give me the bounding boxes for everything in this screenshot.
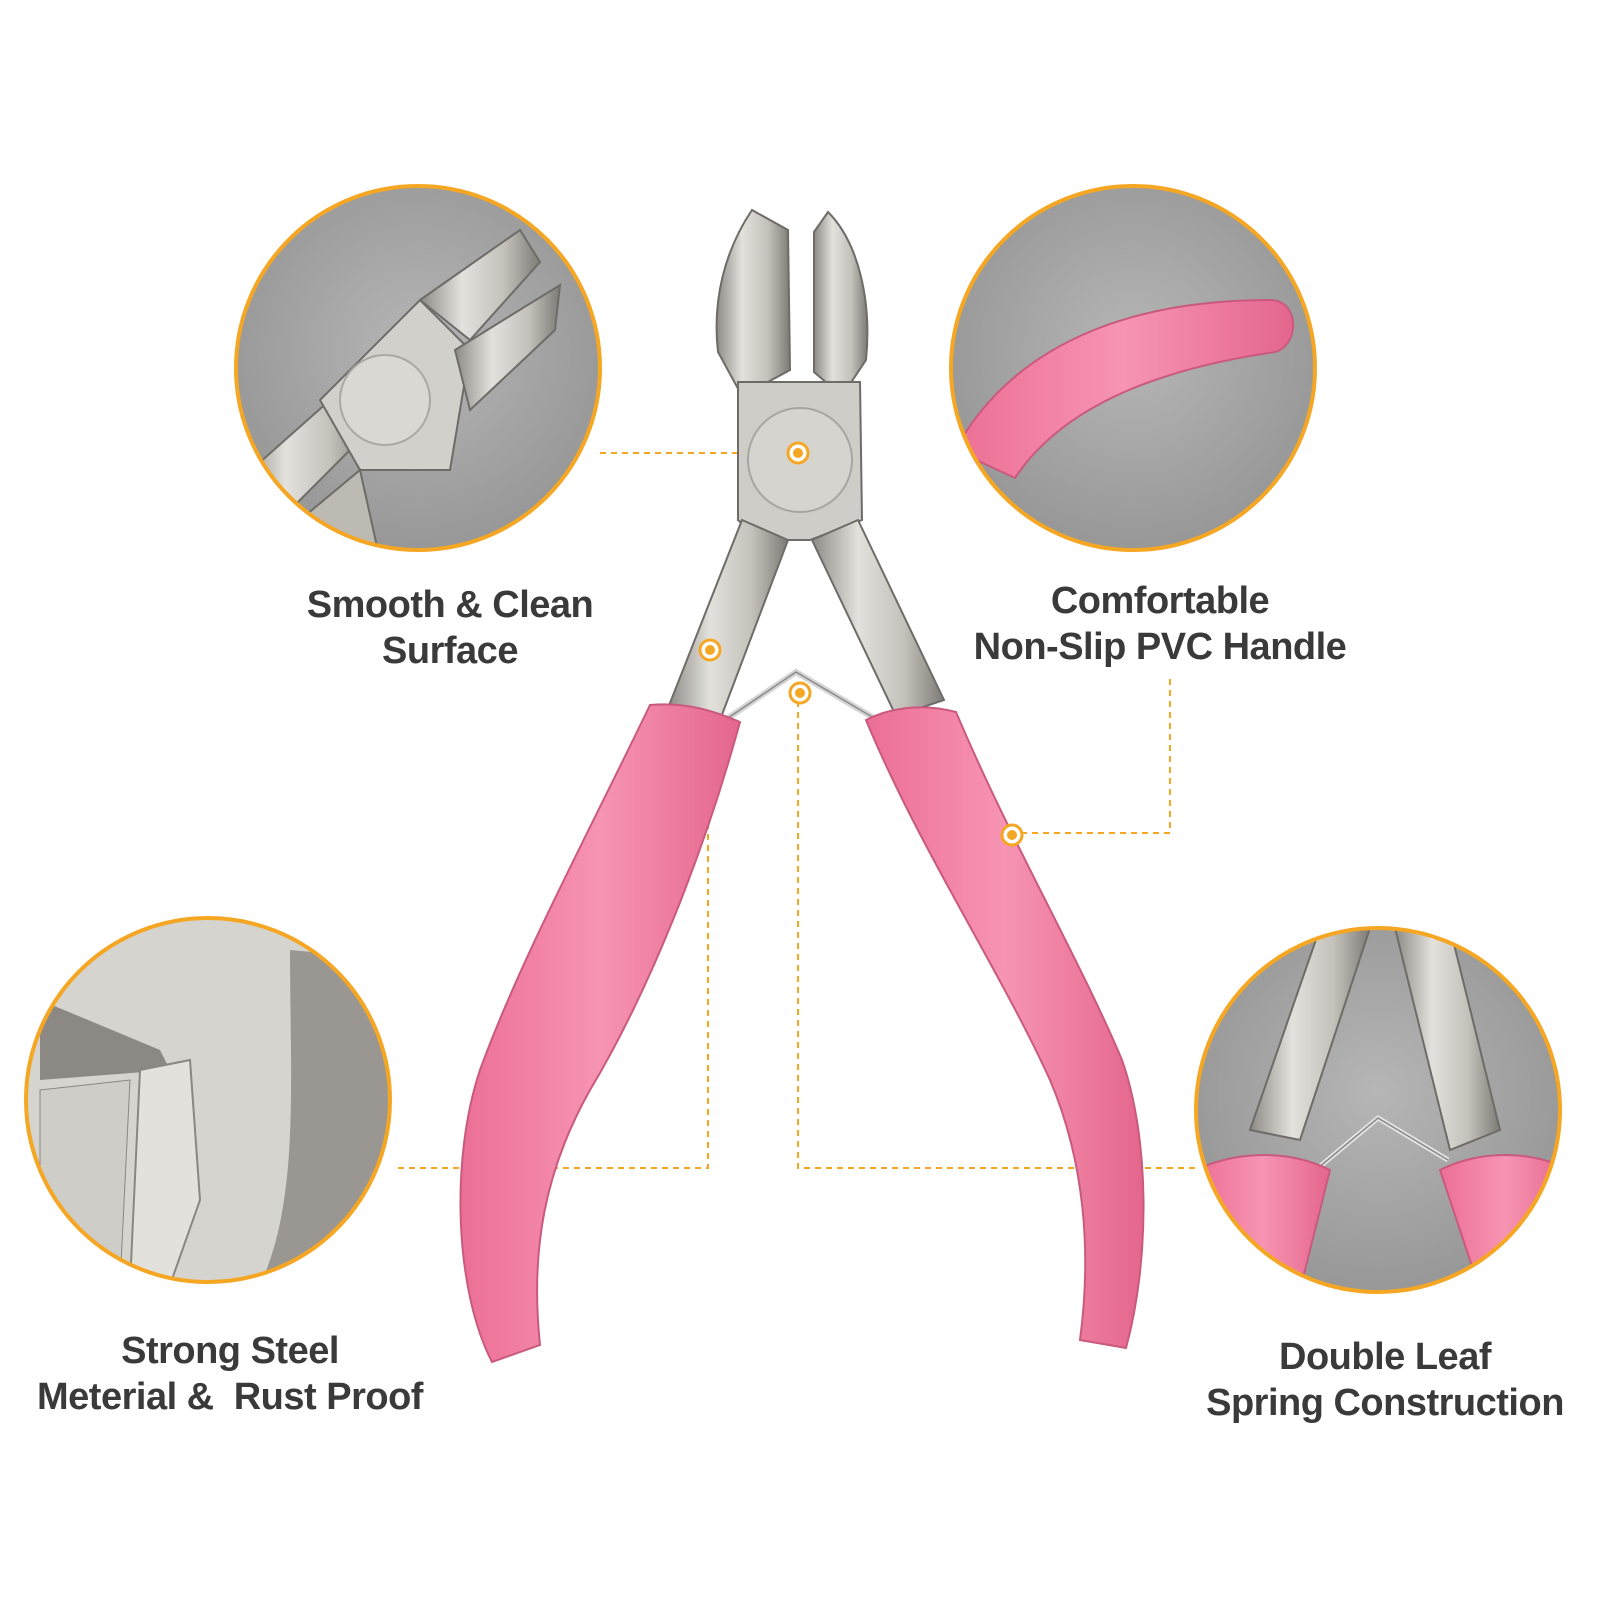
detail-circle-spring [1194,926,1562,1294]
feature-caption-pvc-handle: Comfortable Non-Slip PVC Handle [950,578,1370,670]
caption-line: Smooth & Clean [306,584,594,626]
callout-dot-icon [698,441,1024,847]
detail-circle-handle [949,184,1317,552]
caption-line: Comfortable [1050,580,1270,622]
caption-line: Non-Slip PVC Handle [973,626,1347,668]
feature-caption-smooth-surface: Smooth & Clean Surface [260,582,640,674]
caption-line: Surface [382,630,518,672]
feature-caption-leaf-spring: Double Leaf Spring Construction [1200,1334,1570,1426]
detail-circle-jaws [234,184,602,552]
caption-line: Spring Construction [1206,1382,1564,1424]
caption-line: Strong Steel [121,1330,339,1372]
feature-caption-steel-material: Strong Steel Meterial & Rust Proof [30,1328,430,1420]
detail-circle-steel [24,916,392,1284]
caption-line: Double Leaf [1279,1336,1491,1378]
caption-line: Meterial & Rust Proof [37,1376,423,1418]
